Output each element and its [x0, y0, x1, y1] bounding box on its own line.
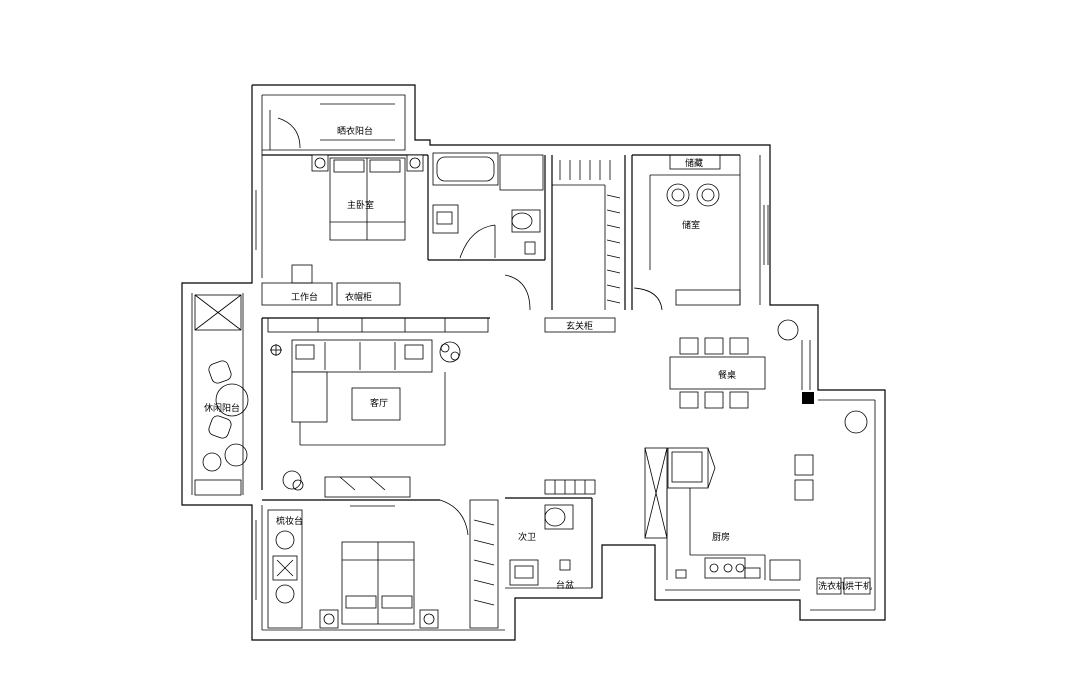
dining-table-label: 餐桌 [718, 369, 736, 381]
master-bath [428, 152, 546, 261]
dressing-table-label: 梳妆台 [276, 515, 303, 527]
closet-hangers-top [559, 160, 611, 180]
master-bedroom-label: 主卧室 [347, 199, 374, 211]
storage-room-label: 储室 [682, 219, 700, 231]
drum-right [696, 183, 720, 207]
second-bath-label: 次卫 [518, 531, 536, 543]
kitchen-stool [794, 454, 814, 476]
wardrobe-label: 衣帽柜 [345, 291, 372, 303]
desk [261, 282, 333, 306]
storage-room: 储藏 储室 [631, 154, 741, 311]
plant-icon [282, 470, 302, 490]
laundry-balcony: 晒衣阳台 [269, 103, 395, 150]
round-table [215, 383, 249, 417]
lounge-chair [208, 360, 232, 384]
dryer-label: 烘干机 [845, 580, 872, 592]
storage-sign-label: 储藏 [685, 157, 703, 169]
nightstand-left [311, 154, 329, 172]
outer-walls [181, 84, 886, 641]
second-bedroom: 梳妆台 [262, 499, 499, 629]
nightstand-right [406, 154, 424, 172]
tv-cabinet-top [267, 317, 489, 333]
plant-icon [439, 341, 461, 363]
living-room-label: 客厅 [370, 397, 388, 409]
drum-left [666, 183, 690, 207]
tv-cabinet-bottom [324, 476, 411, 498]
desk-label: 工作台 [291, 291, 318, 303]
dining-area: 餐桌 [669, 319, 868, 434]
coffee-table [351, 387, 401, 421]
laundry-balcony-label: 晒衣阳台 [337, 125, 373, 137]
master-bedroom: 主卧室 工作台 衣帽柜 [261, 154, 429, 306]
living-room: 客厅 [261, 317, 490, 498]
desk-chair [291, 264, 313, 284]
stool-icon [275, 584, 295, 604]
washer [816, 577, 842, 595]
dryer [843, 577, 871, 595]
shower-tray [499, 154, 544, 191]
kitchen-stool [794, 479, 814, 501]
windows [255, 190, 769, 600]
plant-icon [202, 452, 222, 472]
plant-icon [844, 410, 868, 434]
basin-label: 台盆 [556, 579, 574, 591]
lounge-chair [208, 415, 232, 439]
plant-icon [224, 443, 248, 467]
stool-icon [275, 530, 295, 550]
master-bed [329, 157, 406, 241]
nightstand-right [419, 609, 439, 629]
bath-basin [509, 559, 539, 586]
leisure-balcony-label: 休闲阳台 [204, 402, 240, 414]
chaise [291, 371, 328, 423]
wardrobe [336, 282, 401, 306]
entry-cabinet [544, 317, 616, 333]
leisure-balcony: 休闲阳台 [194, 294, 249, 496]
stove [704, 557, 746, 579]
storage-sign [669, 154, 721, 170]
second-bath: 次卫 台盆 [505, 479, 596, 591]
bathtub [432, 152, 499, 186]
washer-label: 洗衣机 [818, 580, 845, 592]
dining-table [669, 356, 766, 390]
column [802, 392, 814, 404]
radiator-icon [544, 479, 596, 495]
closet-hangers-side [606, 194, 621, 304]
kitchen: 厨房 洗衣机 烘干机 [644, 340, 872, 595]
fridge [667, 447, 709, 489]
entry-cabinet-label: 玄关柜 [566, 320, 593, 332]
plant-icon [777, 319, 799, 341]
closet: 玄关柜 [504, 155, 626, 333]
nightstand-left [319, 609, 339, 629]
kitchen-label: 厨房 [712, 531, 730, 543]
bedroom2-wardrobe [469, 499, 499, 629]
